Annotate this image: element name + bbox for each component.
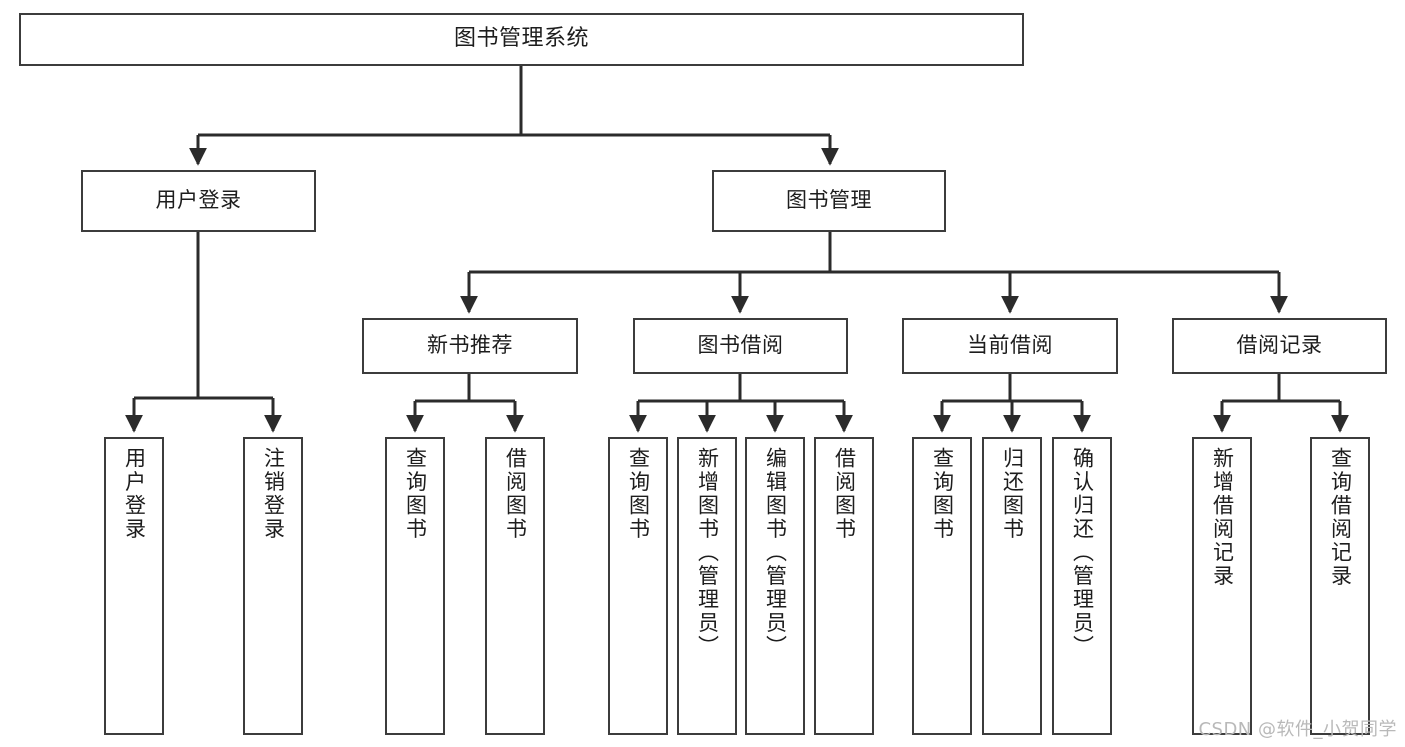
node-label: 借阅记录 <box>1236 333 1323 358</box>
node-label: 注销登录 <box>261 447 286 541</box>
node-label: 图书借阅 <box>697 333 784 358</box>
node-label: 新增图书（管理员） <box>695 447 720 659</box>
node-new-book-recommend[interactable]: 新书推荐 <box>362 318 578 374</box>
leaf-query-book-rec[interactable]: 查询图书 <box>385 437 445 735</box>
leaf-query-borrow-record[interactable]: 查询借阅记录 <box>1310 437 1370 735</box>
node-label: 查询图书 <box>626 447 651 541</box>
leaf-query-book-borrow[interactable]: 查询图书 <box>608 437 668 735</box>
node-label: 新增借阅记录 <box>1210 447 1235 588</box>
node-label: 归还图书 <box>1000 447 1025 541</box>
leaf-confirm-return-admin[interactable]: 确认归还（管理员） <box>1052 437 1112 735</box>
leaf-add-book-admin[interactable]: 新增图书（管理员） <box>677 437 737 735</box>
node-label: 查询图书 <box>403 447 428 541</box>
node-label: 查询借阅记录 <box>1328 447 1353 588</box>
node-borrow-record[interactable]: 借阅记录 <box>1172 318 1387 374</box>
node-label: 借阅图书 <box>832 447 857 541</box>
node-label: 借阅图书 <box>503 447 528 541</box>
node-user-login[interactable]: 用户登录 <box>81 170 316 232</box>
leaf-return-book[interactable]: 归还图书 <box>982 437 1042 735</box>
leaf-add-borrow-record[interactable]: 新增借阅记录 <box>1192 437 1252 735</box>
node-label: 图书管理系统 <box>453 26 589 52</box>
node-root-system[interactable]: 图书管理系统 <box>19 13 1024 66</box>
node-label: 查询图书 <box>930 447 955 541</box>
node-label: 编辑图书（管理员） <box>763 447 788 659</box>
node-book-borrow[interactable]: 图书借阅 <box>633 318 848 374</box>
node-label: 新书推荐 <box>427 333 513 358</box>
node-label: 当前借阅 <box>967 333 1053 358</box>
node-book-management[interactable]: 图书管理 <box>712 170 946 232</box>
leaf-borrow-book-rec[interactable]: 借阅图书 <box>485 437 545 735</box>
node-label: 图书管理 <box>786 188 872 213</box>
leaf-logout[interactable]: 注销登录 <box>243 437 303 735</box>
leaf-user-login[interactable]: 用户登录 <box>104 437 164 735</box>
leaf-query-book-current[interactable]: 查询图书 <box>912 437 972 735</box>
node-label: 用户登录 <box>155 188 242 213</box>
leaf-borrow-book[interactable]: 借阅图书 <box>814 437 874 735</box>
node-current-borrow[interactable]: 当前借阅 <box>902 318 1118 374</box>
node-label: 确认归还（管理员） <box>1070 447 1095 659</box>
leaf-edit-book-admin[interactable]: 编辑图书（管理员） <box>745 437 805 735</box>
csdn-watermark: CSDN @软件_小贺同学 <box>1198 719 1397 740</box>
node-label: 用户登录 <box>122 447 147 541</box>
